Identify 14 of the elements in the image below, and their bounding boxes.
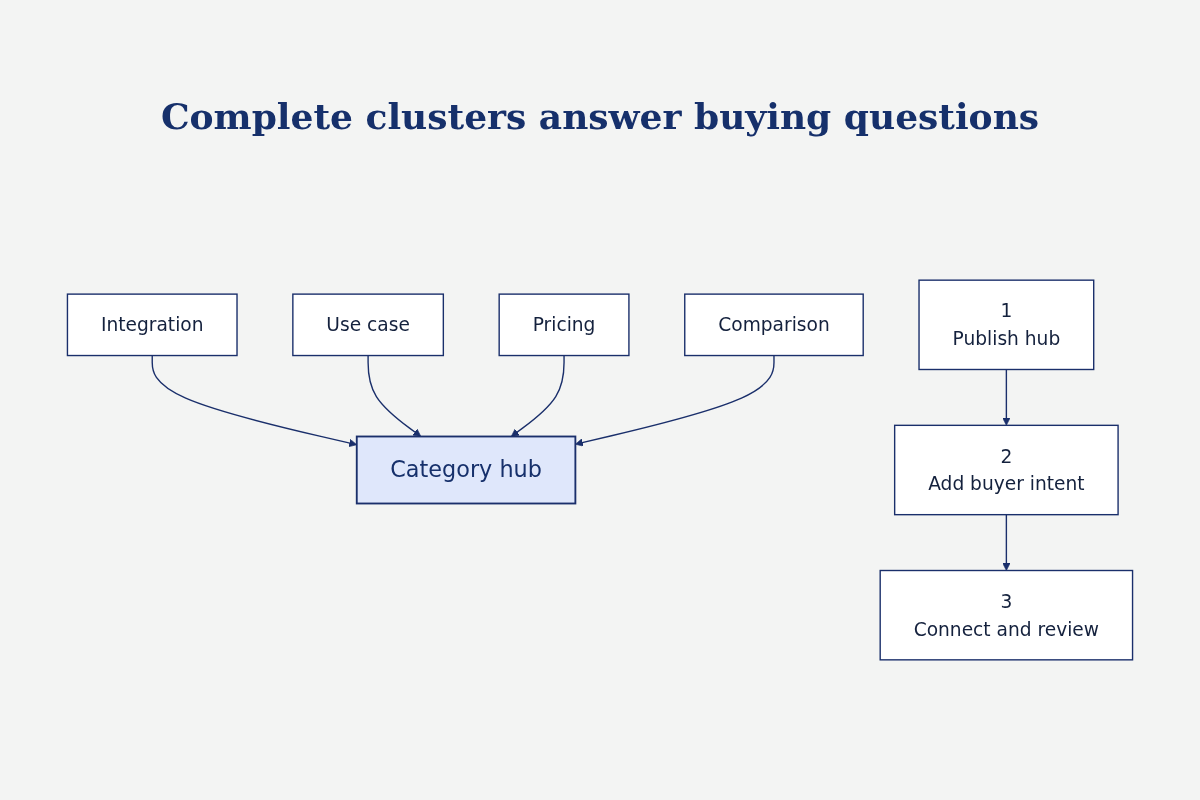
node-box: Comparison — [684, 293, 864, 357]
arrow — [1002, 513, 1011, 571]
node-box: 1 Publish hub — [918, 279, 1095, 371]
diagram-title: Complete clusters answer buying questions — [159, 95, 1041, 137]
node-box: Integration — [66, 293, 238, 357]
node-box: 2 Add buyer intent — [893, 424, 1119, 516]
arrow — [575, 354, 775, 447]
arrow — [510, 354, 565, 437]
node-box: Category hub — [355, 435, 577, 505]
node-box: Use case — [292, 293, 445, 357]
arrow — [1002, 368, 1011, 426]
node-box: 3 Connect and review — [879, 569, 1134, 661]
node-box: Pricing — [498, 293, 630, 357]
arrow — [367, 354, 422, 437]
